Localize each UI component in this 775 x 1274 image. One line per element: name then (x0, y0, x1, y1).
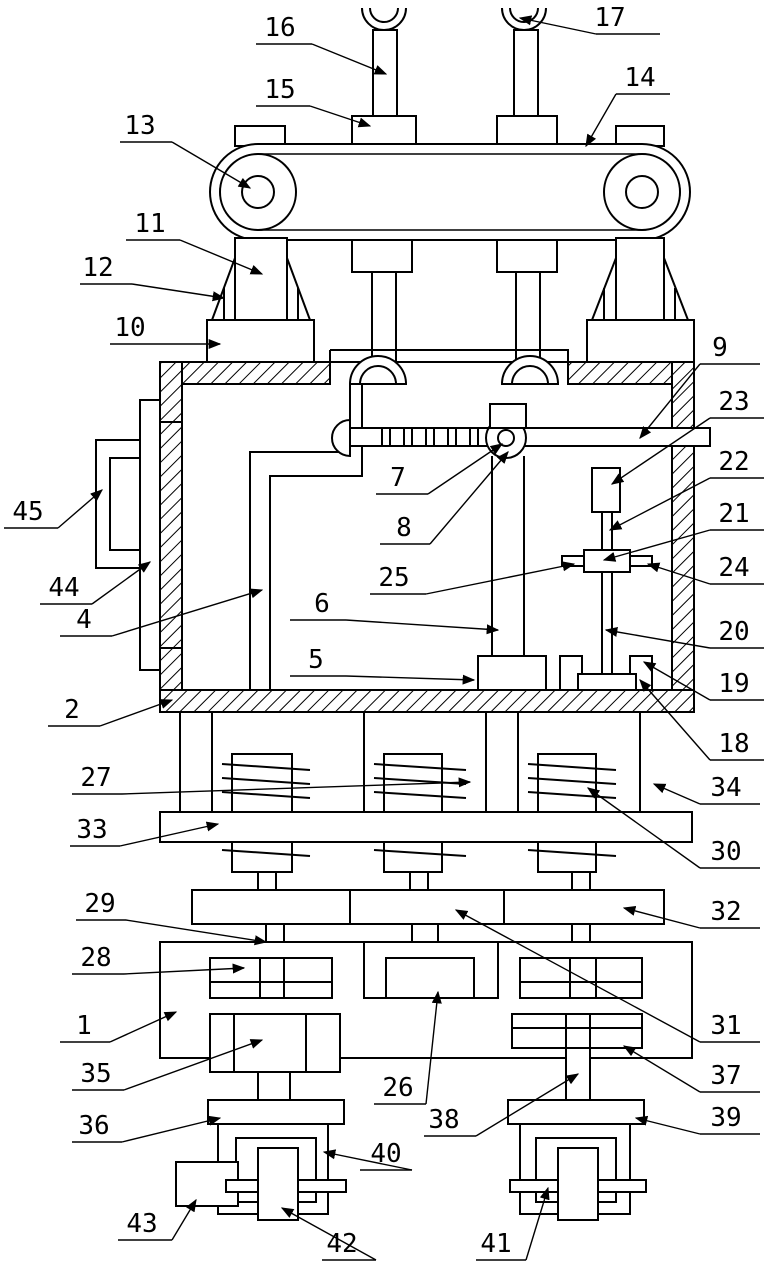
callout-36: 36 (72, 1111, 220, 1142)
callout-1: 1 (60, 1011, 176, 1042)
callout-number: 14 (624, 63, 655, 93)
under-belt-block-right (497, 240, 557, 272)
wheel-assembly-right (508, 1100, 646, 1220)
callout-12: 12 (80, 253, 224, 298)
callout-number: 10 (114, 313, 145, 343)
callout-number: 24 (718, 553, 749, 583)
callout-number: 34 (710, 773, 741, 803)
callout-number: 12 (82, 253, 113, 283)
callout-number: 28 (80, 943, 111, 973)
callout-6: 6 (290, 589, 498, 630)
callout-number: 42 (326, 1229, 357, 1259)
hook-rod-left (362, 8, 406, 116)
callout-leader-arrow (346, 676, 474, 680)
callout-number: 30 (710, 837, 741, 867)
support-leg-right (587, 238, 694, 362)
callout-number: 6 (314, 589, 330, 619)
callout-leader-arrow (122, 1118, 220, 1142)
callout-number: 33 (76, 815, 107, 845)
callout-number: 32 (710, 897, 741, 927)
callout-number: 25 (378, 563, 409, 593)
callout-34: 34 (654, 773, 760, 804)
callout-number: 43 (126, 1209, 157, 1239)
callout-number: 4 (76, 605, 92, 635)
callout-number: 40 (370, 1139, 401, 1169)
callout-number: 44 (48, 573, 79, 603)
callout-leader-arrow (132, 284, 224, 298)
callout-number: 16 (264, 13, 295, 43)
callout-number: 13 (124, 111, 155, 141)
callout-leader-arrow (112, 590, 262, 636)
callout-leader-arrow (624, 1046, 700, 1092)
callout-number: 37 (710, 1061, 741, 1091)
callout-number: 21 (718, 499, 749, 529)
callout-17: 17 (520, 3, 660, 34)
upper-housing (160, 350, 694, 712)
callout-number: 39 (710, 1103, 741, 1133)
callout-number: 9 (712, 333, 728, 363)
callout-leader-arrow (426, 564, 574, 594)
callout-number: 15 (264, 75, 295, 105)
callout-leader-arrow (426, 992, 438, 1104)
wheel-assembly-left (176, 1100, 346, 1220)
callout-number: 8 (396, 513, 412, 543)
callout-10: 10 (110, 313, 220, 344)
callout-40: 40 (324, 1139, 412, 1170)
callout-2: 2 (48, 695, 172, 726)
callout-number: 20 (718, 617, 749, 647)
callout-leader-arrow (586, 94, 616, 146)
callout-number: 5 (308, 645, 324, 675)
callout-leader-arrow (636, 1118, 700, 1134)
spring-section (160, 712, 692, 890)
callout-number: 7 (390, 463, 406, 493)
callout-number: 26 (382, 1073, 413, 1103)
callout-number: 18 (718, 729, 749, 759)
pulley-right (604, 154, 680, 230)
under-belt-block-left (352, 240, 412, 272)
callout-number: 17 (594, 3, 625, 33)
callout-number: 1 (76, 1011, 92, 1041)
hook-rod-right (502, 8, 546, 116)
callout-number: 35 (80, 1059, 111, 1089)
callout-number: 11 (134, 209, 165, 239)
callout-number: 27 (80, 763, 111, 793)
callout-number: 31 (710, 1011, 741, 1041)
internal-mechanism (332, 404, 710, 690)
callout-number: 19 (718, 669, 749, 699)
callout-number: 36 (78, 1111, 109, 1141)
callout-number: 45 (12, 497, 43, 527)
callout-number: 41 (480, 1229, 511, 1259)
callout-number: 22 (718, 447, 749, 477)
slider-block-right (497, 116, 557, 144)
slider-block-left (352, 116, 416, 144)
callout-7: 7 (376, 444, 502, 494)
callout-number: 2 (64, 695, 80, 725)
top-assembly (207, 8, 694, 364)
callout-26: 26 (374, 992, 438, 1104)
callout-leader-arrow (110, 1012, 176, 1042)
callout-number: 23 (718, 387, 749, 417)
callout-leader-arrow (346, 620, 498, 630)
callout-45: 45 (4, 490, 102, 528)
callout-number: 38 (428, 1105, 459, 1135)
callout-5: 5 (290, 645, 474, 680)
callout-number: 29 (84, 889, 115, 919)
callout-39: 39 (636, 1103, 760, 1134)
callout-leader-arrow (428, 444, 502, 494)
callout-25: 25 (370, 563, 574, 594)
pulley-left (220, 154, 296, 230)
support-leg-left (207, 238, 314, 362)
callout-13: 13 (120, 111, 250, 188)
callout-42: 42 (282, 1208, 376, 1260)
callout-leader-arrow (654, 784, 700, 804)
callout-24: 24 (648, 553, 764, 584)
